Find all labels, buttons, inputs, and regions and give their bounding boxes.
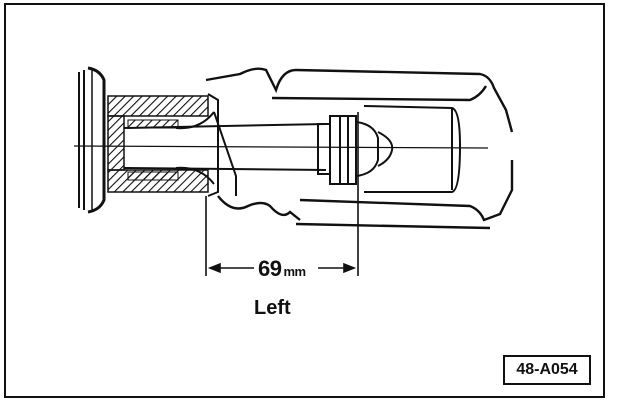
center-line — [73, 145, 489, 149]
reference-code: 48-A054 — [503, 355, 591, 385]
bellows-boot — [205, 67, 514, 230]
joint-housing — [107, 93, 219, 197]
shaft — [123, 111, 327, 196]
dimension-unit: mm — [283, 264, 306, 279]
dimension-value: 69 — [258, 256, 282, 281]
flange — [78, 66, 106, 214]
diagram-frame — [4, 3, 605, 398]
side-label: Left — [254, 297, 291, 319]
boot-clamp — [317, 115, 394, 185]
joint-body — [363, 105, 462, 193]
dimension-69mm — [205, 112, 359, 276]
